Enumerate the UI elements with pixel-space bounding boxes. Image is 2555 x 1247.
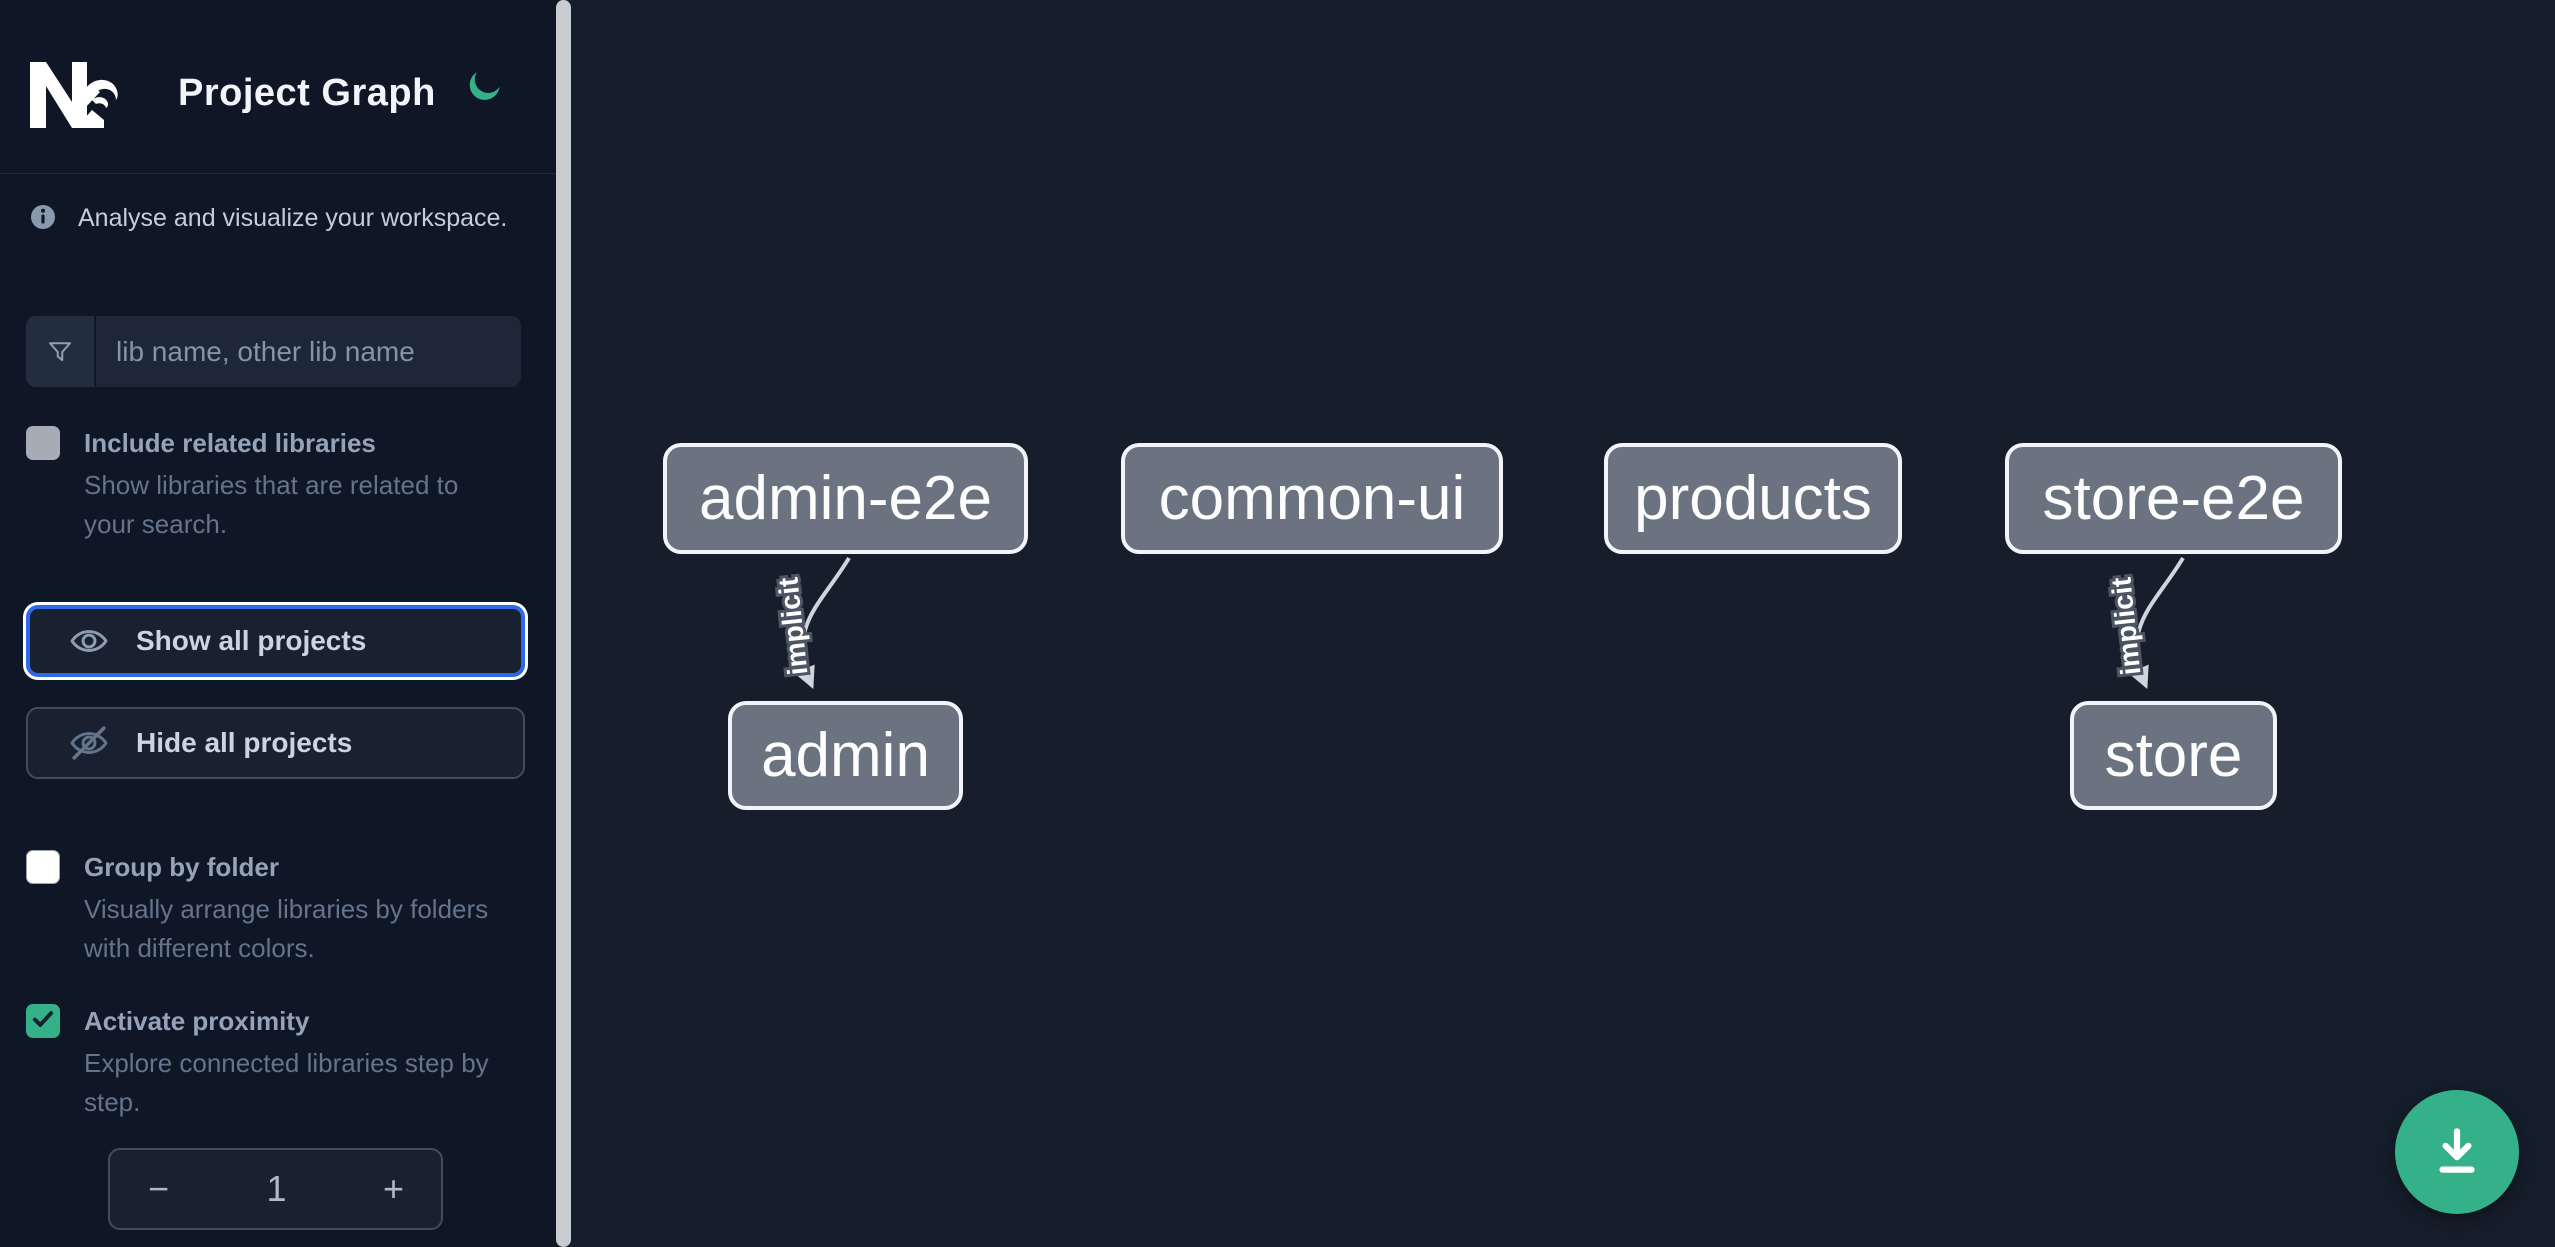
proximity-stepper: − 1 +: [108, 1148, 443, 1230]
graph-node-admin[interactable]: admin: [728, 701, 963, 810]
group-by-folder-description: Visually arrange libraries by folders wi…: [84, 894, 489, 963]
graph-node-products[interactable]: products: [1604, 443, 1902, 554]
sidebar-header: Project Graph: [0, 0, 557, 174]
include-related-label: Include related libraries: [84, 428, 376, 458]
graph-node-store[interactable]: store: [2070, 701, 2277, 810]
moon-icon: [466, 71, 506, 112]
eye-icon: [68, 620, 110, 662]
graph-node-common-ui[interactable]: common-ui: [1121, 443, 1503, 554]
show-all-projects-button[interactable]: Show all projects: [26, 605, 525, 677]
download-icon: [2428, 1122, 2486, 1183]
include-related-row: Include related libraries Show libraries…: [26, 424, 526, 554]
search-box: [26, 316, 521, 387]
activate-proximity-description: Explore connected libraries step by step…: [84, 1048, 489, 1117]
check-icon: [30, 1006, 56, 1037]
graph-node-store-e2e[interactable]: store-e2e: [2005, 443, 2342, 554]
graph-node-admin-e2e[interactable]: admin-e2e: [663, 443, 1028, 554]
proximity-value: 1: [266, 1168, 287, 1209]
nx-logo: [26, 58, 122, 132]
include-related-checkbox[interactable]: [26, 426, 60, 460]
graph-canvas[interactable]: [571, 0, 2555, 1247]
info-icon: [30, 204, 56, 230]
proximity-decrement-button[interactable]: −: [110, 1150, 207, 1228]
activate-proximity-row: Activate proximity Explore connected lib…: [26, 1002, 526, 1132]
dark-mode-toggle[interactable]: [464, 64, 508, 112]
download-graph-button[interactable]: [2395, 1090, 2519, 1214]
group-by-folder-row: Group by folder Visually arrange librari…: [26, 848, 526, 978]
page-title: Project Graph: [178, 72, 436, 114]
filter-icon: [26, 316, 96, 387]
activate-proximity-checkbox[interactable]: [26, 1004, 60, 1038]
group-by-folder-label: Group by folder: [84, 852, 279, 882]
hide-all-projects-label: Hide all projects: [136, 727, 353, 758]
show-all-projects-label: Show all projects: [136, 625, 367, 656]
hide-all-projects-button[interactable]: Hide all projects: [26, 707, 525, 779]
group-by-folder-checkbox[interactable]: [26, 850, 60, 884]
include-related-description: Show libraries that are related to your …: [84, 470, 459, 539]
eye-off-icon: [68, 722, 110, 764]
sidebar-scrollbar[interactable]: [556, 0, 571, 1247]
proximity-increment-button[interactable]: +: [346, 1150, 441, 1228]
info-text: Analyse and visualize your workspace.: [78, 204, 508, 232]
search-input[interactable]: [96, 316, 521, 387]
activate-proximity-label: Activate proximity: [84, 1006, 310, 1036]
sidebar: Project Graph Analyse and visualize your…: [0, 0, 557, 1247]
